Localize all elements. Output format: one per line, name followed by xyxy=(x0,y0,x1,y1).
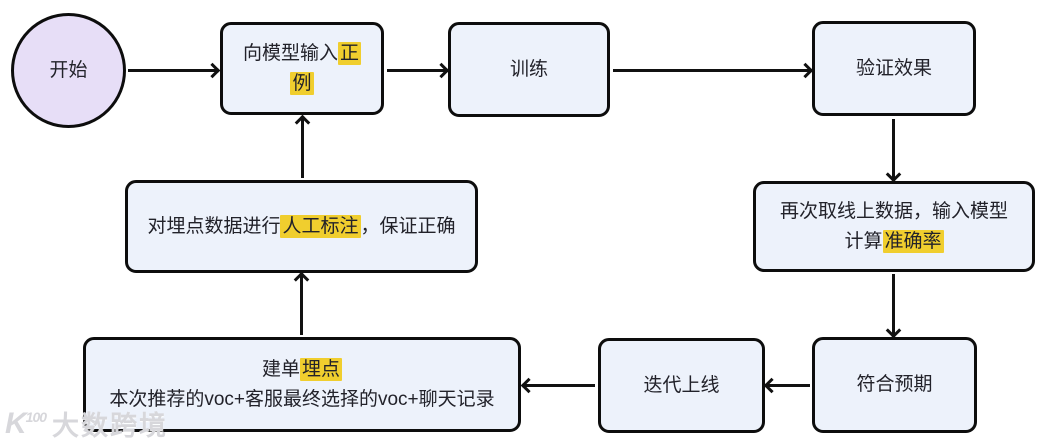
arrow-meets-to-iterate xyxy=(763,377,810,393)
node-iterate-online: 迭代上线 xyxy=(598,338,765,433)
arrowhead-down-icon xyxy=(885,322,901,339)
arrowhead-right-icon xyxy=(797,62,814,78)
node-input-positive-line1: 向模型输入正 xyxy=(242,42,362,66)
node-meets-expectation-label: 符合预期 xyxy=(856,374,933,396)
node-start: 开始 xyxy=(11,13,126,128)
node-start-label: 开始 xyxy=(49,59,88,81)
node-iterate-online-label: 迭代上线 xyxy=(643,374,720,396)
highlight-accuracy: 准确率 xyxy=(882,229,944,253)
node-annotate-text: 对埋点数据进行人工标注，保证正确 xyxy=(147,214,456,238)
arrow-annotate-to-input xyxy=(294,114,310,178)
node-ticket-line1: 建单埋点 xyxy=(261,358,343,382)
highlight-positive-1: 正 xyxy=(338,42,362,66)
arrow-ticket-to-annotate xyxy=(293,271,309,335)
arrow-input-to-train xyxy=(387,62,450,78)
arrowhead-left-icon xyxy=(520,377,537,393)
highlight-positive-2: 例 xyxy=(290,71,314,95)
arrowhead-up-icon xyxy=(294,114,310,131)
arrowhead-right-icon xyxy=(433,62,450,78)
arrowhead-down-icon xyxy=(885,166,901,183)
arrow-recheck-to-meets xyxy=(885,274,901,339)
node-ticket-tracking: 建单埋点 本次推荐的voc+客服最终选择的voc+聊天记录 xyxy=(83,337,521,432)
node-train-label: 训练 xyxy=(509,58,548,80)
watermark-text: 大数跨境 xyxy=(52,411,169,441)
watermark: K100 大数跨境 xyxy=(5,404,168,443)
highlight-annotation: 人工标注 xyxy=(280,214,361,238)
watermark-logo-icon: K100 xyxy=(5,406,47,440)
node-input-positive-line2: 例 xyxy=(290,69,314,98)
node-ticket-line2: 本次推荐的voc+客服最终选择的voc+聊天记录 xyxy=(109,388,495,410)
node-recheck-line2: 计算准确率 xyxy=(844,229,944,253)
node-input-positive: 向模型输入正 例 xyxy=(220,22,384,115)
highlight-tracking: 埋点 xyxy=(300,358,343,382)
arrowhead-up-icon xyxy=(293,271,309,288)
node-meets-expectation: 符合预期 xyxy=(812,337,977,433)
node-annotate: 对埋点数据进行人工标注，保证正确 xyxy=(125,180,478,273)
arrow-start-to-input xyxy=(128,62,221,78)
node-validate-label: 验证效果 xyxy=(855,57,932,79)
node-recheck-line1: 再次取线上数据，输入模型 xyxy=(779,201,1008,223)
arrow-train-to-validate xyxy=(613,62,814,78)
arrow-validate-to-recheck xyxy=(885,119,901,183)
arrowhead-right-icon xyxy=(204,62,221,78)
arrowhead-left-icon xyxy=(763,377,780,393)
node-validate: 验证效果 xyxy=(812,21,976,116)
arrow-iterate-to-ticket xyxy=(520,377,595,393)
node-train: 训练 xyxy=(448,22,610,117)
node-recheck-accuracy: 再次取线上数据，输入模型 计算准确率 xyxy=(753,181,1035,272)
